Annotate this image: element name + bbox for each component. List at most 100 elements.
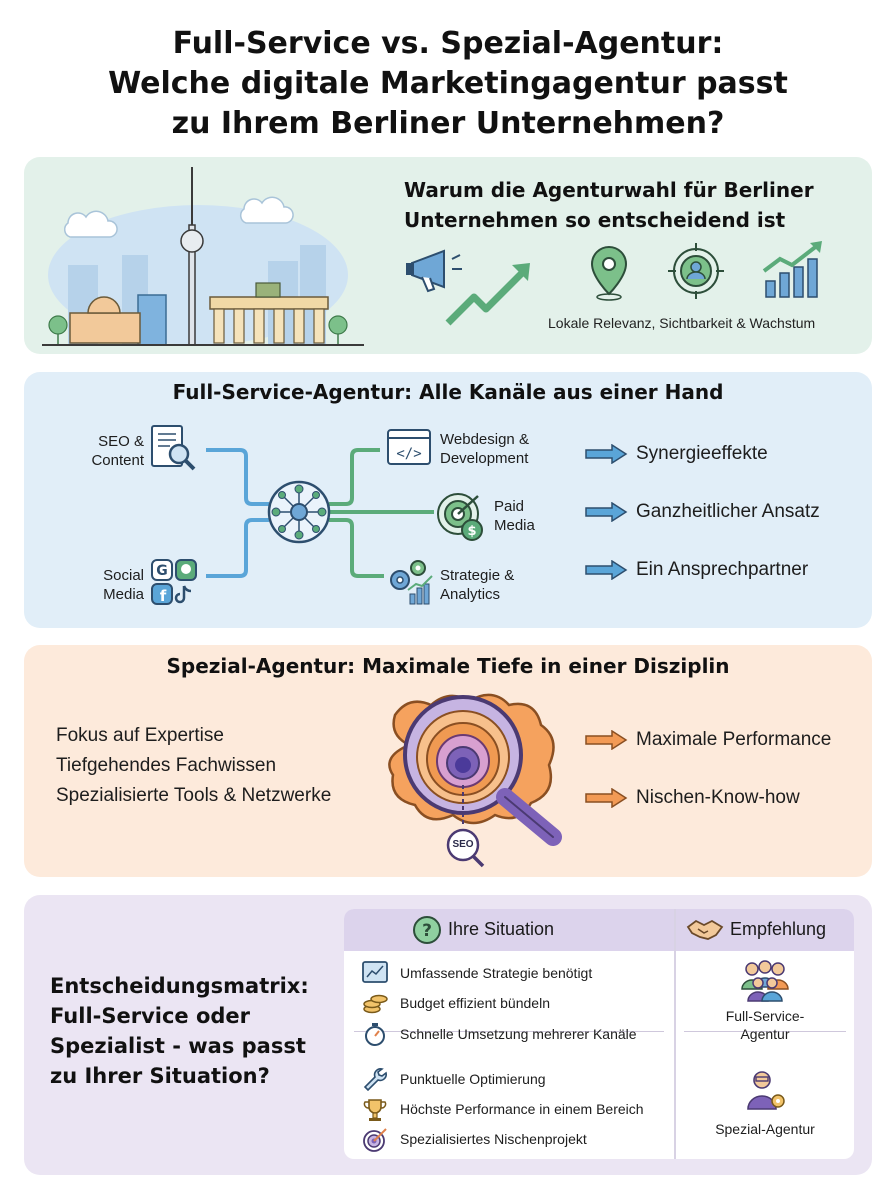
why-caption: Lokale Relevanz, Sichtbarkeit & Wachstum xyxy=(548,315,816,331)
blueprint-icon xyxy=(362,961,388,983)
matrix-heading-line-4: zu Ihrer Situation? xyxy=(50,1064,270,1088)
facebook-icon: f xyxy=(151,583,173,605)
specialist-person-icon xyxy=(747,1071,785,1110)
megaphone-icon xyxy=(406,249,462,293)
node-paid-label: Paid Media xyxy=(494,497,535,535)
handshake-icon xyxy=(686,919,724,940)
network-hub-icon xyxy=(267,480,331,544)
situation-optimization: Punktuelle Optimierung xyxy=(400,1071,546,1087)
document-search-icon xyxy=(151,425,196,471)
svg-text:$: $ xyxy=(467,524,476,539)
title-line-2: Welche digitale Marketingagentur passt xyxy=(108,66,788,101)
col-recommendation-label: Empfehlung xyxy=(730,919,827,939)
why-heading-line-1: Warum die Agenturwahl für Berliner xyxy=(404,178,814,202)
benefit-performance: Maximale Performance xyxy=(636,729,832,750)
page-title: Full-Service vs. Spezial-Agentur: Welche… xyxy=(0,24,896,144)
recommendation-full-service-line-1: Full-Service- xyxy=(725,1008,805,1024)
focus-list: Fokus auf Expertise Tiefgehendes Fachwis… xyxy=(56,721,331,811)
tiktok-icon xyxy=(174,585,192,604)
why-heading: Warum die Agenturwahl für Berliner Unter… xyxy=(404,175,864,235)
node-social-label: Social Media xyxy=(88,566,144,604)
situation-niche: Spezialisiertes Nischenprojekt xyxy=(400,1131,587,1147)
full-service-heading: Full-Service-Agentur: Alle Kanäle aus ei… xyxy=(172,380,724,404)
question-icon: ? xyxy=(413,916,441,944)
recommendation-full-service-line-2: Agentur xyxy=(740,1026,790,1042)
code-window-icon: </> xyxy=(387,429,431,465)
node-paid-line-2: Media xyxy=(494,517,535,534)
coins-icon xyxy=(363,994,388,1014)
berlin-skyline-illustration xyxy=(42,167,364,346)
channel-hub-diagram xyxy=(206,448,434,578)
section-full-service: Full-Service-Agentur: Alle Kanäle aus ei… xyxy=(24,372,872,628)
marketing-growth-graphic xyxy=(406,249,530,326)
title-line-1: Full-Service vs. Spezial-Agentur: xyxy=(172,26,724,61)
recommendation-full-service: Full-Service- Agentur xyxy=(676,1007,854,1043)
situation-speed: Schnelle Umsetzung mehrerer Kanäle xyxy=(400,1026,637,1042)
arrow-right-icon xyxy=(585,502,628,522)
google-icon: G xyxy=(151,559,173,581)
section-decision-matrix: Entscheidungsmatrix: Full-Service oder S… xyxy=(24,895,872,1175)
focus-item: Spezialisierte Tools & Netzwerke xyxy=(56,785,332,806)
matrix-heading-line-3: Spezialist - was passt xyxy=(50,1034,306,1058)
node-strategy-label: Strategie & Analytics xyxy=(440,566,514,604)
benefit-niche: Nischen-Know-how xyxy=(636,787,800,808)
growth-arrow-icon xyxy=(445,263,530,326)
magnifier-icon xyxy=(403,695,562,846)
arrow-right-icon xyxy=(585,560,628,580)
focus-item: Tiefgehendes Fachwissen xyxy=(56,755,277,776)
cloud-icon xyxy=(240,196,294,224)
focus-item: Fokus auf Expertise xyxy=(56,725,224,746)
location-pin-icon xyxy=(590,245,628,301)
situation-performance: Höchste Performance in einem Bereich xyxy=(400,1101,644,1117)
node-web-line-1: Webdesign & xyxy=(440,431,529,448)
node-social-line-2: Media xyxy=(103,586,144,603)
brandenburg-gate-icon xyxy=(209,282,329,344)
paid-target-icon: $ xyxy=(437,493,483,541)
cloud-icon xyxy=(64,210,118,238)
seo-badge: SEO xyxy=(452,839,474,850)
arrow-right-icon xyxy=(585,788,628,808)
arrow-right-icon xyxy=(585,730,628,750)
col-situation-label: Ihre Situation xyxy=(448,919,555,939)
matrix-heading-line-1: Entscheidungsmatrix: xyxy=(50,974,309,998)
gear-analytics-icon xyxy=(390,560,433,605)
benefit-contact: Ein Ansprechpartner xyxy=(636,559,809,580)
arrow-right-icon xyxy=(585,444,628,464)
svg-text:</>: </> xyxy=(396,446,421,462)
node-paid-line-1: Paid xyxy=(494,498,525,515)
node-strategy-line-1: Strategie & xyxy=(440,567,515,584)
benefit-synergy: Synergieeffekte xyxy=(636,443,768,464)
svg-text:G: G xyxy=(156,563,168,579)
trophy-icon xyxy=(363,1099,387,1121)
team-icon xyxy=(741,960,789,1002)
target-icon xyxy=(363,1128,387,1152)
benefit-holistic: Ganzheitlicher Ansatz xyxy=(636,501,820,522)
seo-search-icon xyxy=(446,828,485,868)
dome-building-icon xyxy=(69,296,141,344)
specialist-heading: Spezial-Agentur: Maximale Tiefe in einer… xyxy=(166,654,730,678)
situation-strategy: Umfassende Strategie benötigt xyxy=(400,965,593,981)
svg-text:f: f xyxy=(160,587,167,605)
matrix-heading: Entscheidungsmatrix: Full-Service oder S… xyxy=(50,971,340,1091)
situation-budget: Budget effizient bündeln xyxy=(400,995,550,1011)
node-web-label: Webdesign & Development xyxy=(440,430,529,468)
target-user-icon xyxy=(668,243,724,299)
svg-text:?: ? xyxy=(422,921,432,941)
node-seo-line-2: Content xyxy=(91,452,144,469)
title-line-3: zu Ihrem Berliner Unternehmen? xyxy=(171,106,725,141)
node-seo-label: SEO & Content xyxy=(88,432,144,470)
why-heading-line-2: Unternehmen so entscheidend ist xyxy=(404,208,786,232)
matrix-heading-line-2: Full-Service oder xyxy=(50,1004,251,1028)
wrench-icon xyxy=(363,1068,387,1091)
section-why: Warum die Agenturwahl für Berliner Unter… xyxy=(24,157,872,354)
node-seo-line-1: SEO & xyxy=(98,433,144,450)
node-web-line-2: Development xyxy=(440,450,529,467)
recommendation-specialist: Spezial-Agentur xyxy=(715,1121,815,1137)
stopwatch-icon xyxy=(365,1023,385,1046)
col-header-situation xyxy=(344,909,674,951)
node-social-line-1: Social xyxy=(103,567,144,584)
social-media-icons: G f xyxy=(151,559,197,605)
brain-magnifier-illustration xyxy=(388,693,562,868)
snapchat-icon xyxy=(175,559,197,581)
node-strategy-line-2: Analytics xyxy=(440,586,501,603)
